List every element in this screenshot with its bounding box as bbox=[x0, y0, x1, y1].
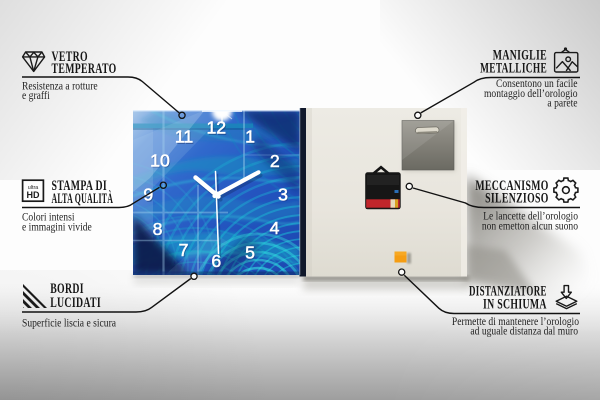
svg-text:1: 1 bbox=[246, 128, 256, 148]
svg-text:1: 1 bbox=[245, 127, 255, 147]
svg-text:11: 11 bbox=[176, 128, 194, 148]
svg-text:2: 2 bbox=[271, 152, 281, 172]
svg-text:7: 7 bbox=[180, 241, 190, 261]
svg-text:VETRO: VETRO bbox=[52, 48, 88, 64]
svg-text:MECCANISMO: MECCANISMO bbox=[475, 177, 548, 193]
svg-text:11: 11 bbox=[175, 127, 193, 147]
svg-text:SILENZIOSO: SILENZIOSO bbox=[485, 190, 549, 206]
svg-text:9: 9 bbox=[144, 186, 154, 206]
svg-text:ALTA QUALITÀ: ALTA QUALITÀ bbox=[52, 189, 114, 206]
svg-text:MANIGLIE: MANIGLIE bbox=[493, 47, 547, 63]
svg-text:2: 2 bbox=[270, 151, 280, 171]
svg-text:HD: HD bbox=[27, 190, 40, 200]
svg-text:Colori intensi: Colori intensi bbox=[22, 211, 75, 224]
svg-text:5: 5 bbox=[245, 242, 255, 262]
svg-text:e immagini vivide: e immagini vivide bbox=[22, 221, 92, 234]
svg-text:6: 6 bbox=[212, 252, 222, 272]
svg-text:4: 4 bbox=[270, 218, 280, 238]
svg-text:12: 12 bbox=[207, 119, 227, 139]
svg-text:e graffi: e graffi bbox=[22, 89, 50, 102]
svg-text:Consentono un facile: Consentono un facile bbox=[496, 77, 578, 90]
svg-text:Le lancette dell’orologio: Le lancette dell’orologio bbox=[483, 210, 578, 223]
svg-text:montaggio dell’orologio: montaggio dell’orologio bbox=[484, 87, 578, 100]
svg-text:Permette di mantenere l’orolog: Permette di mantenere l’orologio bbox=[452, 315, 580, 328]
svg-text:BORDI: BORDI bbox=[50, 280, 84, 296]
svg-text:10: 10 bbox=[151, 152, 171, 172]
svg-text:a parete: a parete bbox=[547, 97, 577, 110]
svg-text:6: 6 bbox=[211, 251, 221, 271]
svg-text:METALLICHE: METALLICHE bbox=[480, 59, 547, 76]
svg-text:STAMPA DI: STAMPA DI bbox=[52, 177, 108, 193]
svg-text:Superficie liscia e sicura: Superficie liscia e sicura bbox=[22, 317, 116, 330]
svg-text:8: 8 bbox=[154, 220, 164, 240]
svg-text:7: 7 bbox=[179, 240, 189, 260]
svg-text:3: 3 bbox=[279, 186, 289, 206]
svg-text:8: 8 bbox=[153, 219, 163, 239]
svg-text:IN SCHIUMA: IN SCHIUMA bbox=[483, 295, 547, 311]
svg-text:ad uguale distanza dal muro: ad uguale distanza dal muro bbox=[470, 324, 578, 337]
svg-text:5: 5 bbox=[246, 243, 256, 263]
svg-text:ultra: ultra bbox=[28, 185, 39, 191]
svg-text:12: 12 bbox=[206, 118, 226, 138]
svg-text:10: 10 bbox=[150, 150, 170, 170]
svg-text:4: 4 bbox=[271, 219, 281, 239]
svg-text:non emetton alcun suono: non emetton alcun suono bbox=[482, 220, 579, 233]
svg-text:3: 3 bbox=[278, 185, 288, 205]
svg-text:LUCIDATI: LUCIDATI bbox=[50, 294, 101, 310]
svg-text:Resistenza a rotture: Resistenza a rotture bbox=[22, 80, 98, 93]
svg-text:TEMPERATO: TEMPERATO bbox=[52, 60, 117, 76]
svg-text:DISTANZIATORE: DISTANZIATORE bbox=[469, 282, 547, 299]
